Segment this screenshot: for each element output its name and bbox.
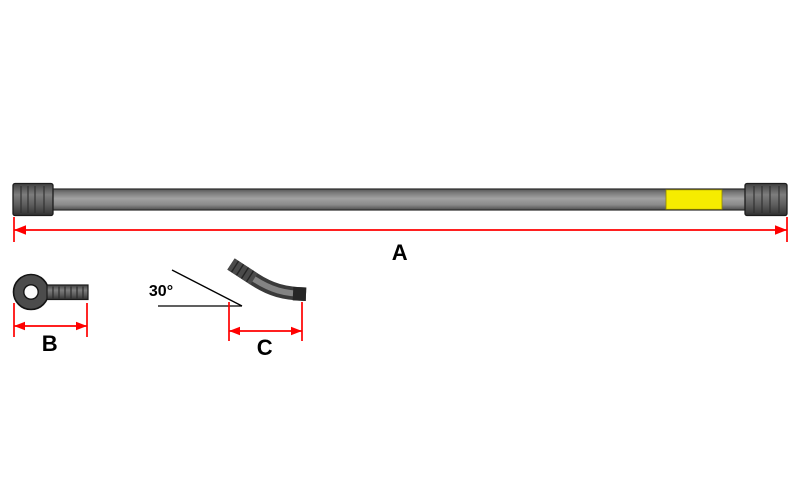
label-bend-angle: 30° — [148, 283, 174, 300]
elbow-end-band — [292, 286, 307, 301]
banjo-hole — [23, 284, 39, 300]
dimension-b-arrow-left — [14, 321, 25, 331]
dimension-b-arrow-right — [76, 321, 87, 331]
left-fitting-grooves — [20, 186, 45, 213]
right-fitting-body — [744, 182, 788, 217]
elbow-hose — [227, 258, 307, 301]
right-fitting-grooves — [753, 186, 780, 213]
label-overall-length: A — [391, 240, 409, 265]
label-elbow-length: C — [256, 335, 274, 360]
hose-body — [49, 188, 749, 211]
dimension-c — [228, 302, 303, 341]
right-fitting — [744, 182, 788, 217]
left-fitting — [12, 182, 54, 217]
label-banjo-width: B — [41, 331, 59, 356]
banjo-fitting — [12, 273, 89, 311]
dimension-b — [13, 303, 88, 337]
dimension-a-arrow-right — [775, 225, 787, 235]
banjo-threads — [52, 286, 84, 299]
dimension-c-arrow-left — [229, 326, 240, 336]
dimension-a-arrow-left — [14, 225, 26, 235]
dimension-c-arrow-right — [291, 326, 302, 336]
left-fitting-body — [12, 182, 54, 217]
angle-ray — [171, 269, 243, 307]
dimension-a — [13, 217, 788, 242]
main-hose — [12, 182, 788, 217]
yellow-label-band — [665, 189, 723, 210]
elbow-fitting-ribs — [230, 260, 255, 283]
angle-callout — [158, 269, 243, 307]
banjo-shaft — [46, 284, 89, 301]
